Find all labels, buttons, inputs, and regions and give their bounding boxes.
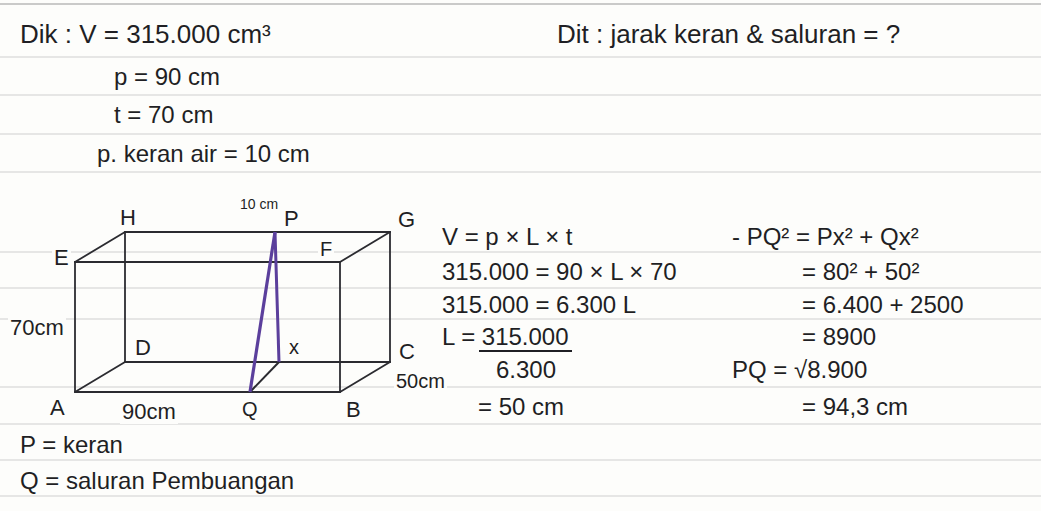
calculation-line: - PQ² = Px² + Qx² bbox=[730, 224, 921, 250]
cuboid-edge bbox=[75, 362, 125, 392]
vertex-label: E bbox=[52, 246, 71, 270]
calculation-line: L = 315.000 bbox=[440, 324, 571, 350]
given-value: p = 90 cm bbox=[112, 64, 222, 90]
paper-rule bbox=[0, 134, 1041, 135]
asked-heading: Dit : jarak keran & saluran = ? bbox=[555, 20, 902, 48]
calculation-line: V = p × L × t bbox=[440, 224, 575, 250]
paper-rule bbox=[0, 172, 1041, 173]
cuboid-edge bbox=[124, 232, 126, 362]
cuboid-edge bbox=[75, 261, 340, 263]
paper-rule bbox=[0, 496, 1041, 497]
calculation-line: = 80² + 50² bbox=[800, 259, 921, 285]
tap-height-line bbox=[275, 232, 279, 362]
vertex-label: F bbox=[318, 238, 334, 260]
calculation-line: PQ = √8.900 bbox=[730, 357, 869, 383]
vertex-label: H bbox=[118, 206, 138, 230]
calculation-line: = 50 cm bbox=[476, 394, 566, 420]
cuboid-edge bbox=[75, 391, 340, 393]
paper-rule bbox=[0, 3, 1041, 5]
given-value: p. keran air = 10 cm bbox=[95, 141, 312, 167]
calculation-line: 315.000 = 90 × L × 70 bbox=[440, 259, 679, 285]
paper-rule bbox=[0, 460, 1041, 461]
dimension-label: 50cm bbox=[394, 370, 447, 392]
cuboid-edge bbox=[389, 232, 391, 362]
point-label: x bbox=[287, 336, 301, 358]
given-heading: Dik : V = 315.000 cm³ bbox=[18, 20, 273, 48]
vertex-label: D bbox=[133, 336, 153, 360]
cuboid-edge bbox=[125, 361, 390, 363]
vertex-label: C bbox=[397, 340, 417, 364]
calculation-line: = 8900 bbox=[800, 324, 878, 350]
paper-rule bbox=[0, 288, 1041, 289]
vertex-label: A bbox=[48, 396, 67, 420]
dimension-label: 90cm bbox=[120, 400, 178, 424]
fraction-bar bbox=[479, 350, 572, 352]
point-label: P bbox=[282, 207, 301, 231]
legend-note: Q = saluran Pembuangan bbox=[18, 468, 296, 494]
vertex-label: G bbox=[396, 208, 417, 232]
vertex-label: B bbox=[344, 398, 363, 422]
paper-rule bbox=[0, 95, 1041, 96]
calculation-line: = 6.400 + 2500 bbox=[800, 292, 965, 318]
legend-note: P = keran bbox=[18, 432, 125, 458]
calculation-line: 6.300 bbox=[494, 357, 558, 383]
calculation-line: 315.000 = 6.300 L bbox=[440, 292, 638, 318]
calculation-line: = 94,3 cm bbox=[800, 394, 910, 420]
paper-rule bbox=[0, 252, 1041, 253]
point-label: Q bbox=[240, 398, 260, 420]
cuboid-edge bbox=[125, 231, 390, 233]
paper-rule bbox=[0, 57, 1041, 58]
cuboid-edge bbox=[75, 232, 125, 262]
cuboid-edge bbox=[340, 362, 390, 392]
given-value: t = 70 cm bbox=[112, 102, 215, 128]
cuboid-edge bbox=[74, 262, 76, 392]
dimension-label: 70cm bbox=[8, 316, 66, 340]
cuboid-edge bbox=[339, 262, 341, 392]
distance-line-pq bbox=[250, 232, 275, 392]
paper-rule bbox=[0, 387, 1041, 388]
paper-rule bbox=[0, 319, 1041, 320]
cuboid-edge bbox=[340, 232, 390, 262]
dimension-label: 10 cm bbox=[238, 196, 280, 212]
